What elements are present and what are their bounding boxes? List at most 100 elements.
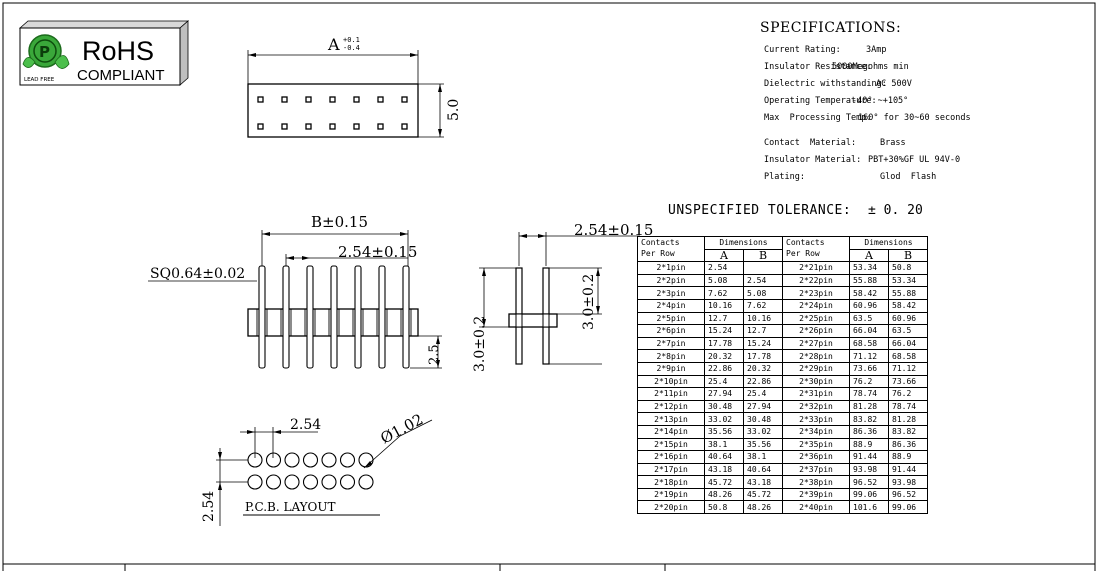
table-cell-contacts: 2*33pin [782,412,850,426]
table-cell-contacts: 2*22pin [782,273,850,288]
table-cell-b: 40.64 [743,462,783,477]
table-cell-contacts: 2*40pin [782,500,850,515]
front-view [148,230,442,369]
top-view [247,50,444,138]
table-cell-b [743,261,783,275]
table-cell-b: 60.96 [888,311,928,326]
rohs-main-text: RoHS [82,36,154,66]
table-cell-b: 25.4 [743,387,783,401]
table-cell-a: 68.58 [849,336,889,351]
table-cell-a: 17.78 [704,336,744,351]
pin-size-label: SQ0.64±0.02 [150,266,245,282]
front-pin [402,265,410,369]
front-pitch-label: 2.54±0.15 [338,243,417,261]
table-cell-contacts: 2*35pin [782,437,850,452]
dim-a-tol-plus: +0.1 [343,36,360,44]
pcb-layout [216,419,433,526]
top-pin-square [329,96,336,103]
top-pin-square [377,123,384,130]
top-pin-square [281,96,288,103]
table-cell-a: 96.52 [849,475,889,489]
table-cell-b: 93.98 [888,475,928,489]
table-cell-b: 22.86 [743,374,783,389]
table-cell-b: 58.42 [888,298,928,313]
top-pin-square [257,123,264,130]
pcb-hole [321,452,337,468]
table-cell-b: 83.82 [888,424,928,439]
table-cell-b: 88.9 [888,450,928,464]
table-cell-b: 7.62 [743,298,783,313]
table-cell-b: 99.06 [888,500,928,515]
table-cell-contacts: 2*30pin [782,374,850,389]
table-cell-contacts: 2*3pin [637,286,705,300]
table-cell-contacts: 2*4pin [637,298,705,313]
table-cell-b: 10.16 [743,311,783,326]
rohs-sub-text: COMPLIANT [77,67,165,84]
table-cell-a: 78.74 [849,387,889,401]
table-cell-a: 45.72 [704,475,744,489]
table-cell-contacts: 2*20pin [637,500,705,515]
table-cell-contacts: 2*1pin [637,261,705,275]
side-top-len-label: 3.0±0.2 [581,274,597,330]
top-pin-square [401,123,408,130]
table-cell-a: 2.54 [704,261,744,275]
table-cell-contacts: 2*38pin [782,475,850,489]
rohs-logo [18,20,190,86]
spec-value: AC 500V [876,79,912,89]
top-pin-square [281,123,288,130]
top-pin-square [305,123,312,130]
table-cell-b: 66.04 [888,336,928,351]
header-dimensions-right: Dimensions [849,236,928,250]
table-cell-b: 35.56 [743,437,783,452]
top-pin-square [257,96,264,103]
table-cell-contacts: 2*14pin [637,424,705,439]
spec-value: Glod Flash [880,172,937,182]
table-cell-b: 81.28 [888,412,928,426]
table-cell-contacts: 2*16pin [637,450,705,464]
table-cell-a: 5.08 [704,273,744,288]
table-cell-a: 30.48 [704,399,744,414]
spec-value: 160° for 30~60 seconds [858,113,971,123]
header-a-right: A [849,248,889,263]
table-cell-a: 7.62 [704,286,744,300]
table-cell-contacts: 2*5pin [637,311,705,326]
table-cell-a: 73.66 [849,361,889,376]
table-cell-b: 76.2 [888,387,928,401]
spec-label: Insulator Material: [764,155,862,165]
pcb-hole [265,452,282,468]
table-cell-a: 88.9 [849,437,889,452]
table-cell-b: 30.48 [743,412,783,426]
tolerance-value: ± 0. 20 [868,203,923,218]
table-cell-b: 12.7 [743,324,783,338]
table-cell-contacts: 2*10pin [637,374,705,389]
table-cell-contacts: 2*21pin [782,261,850,275]
dim-a-label: A [327,35,340,54]
table-cell-b: 63.5 [888,324,928,338]
table-cell-a: 81.28 [849,399,889,414]
table-cell-b: 50.8 [888,261,928,275]
pcb-hole [284,474,300,490]
table-cell-a: 38.1 [704,437,744,452]
table-cell-a: 27.94 [704,387,744,401]
rohs-logo-letter: P [39,43,50,61]
table-cell-a: 15.24 [704,324,744,338]
table-cell-a: 91.44 [849,450,889,464]
table-cell-a: 50.8 [704,500,744,515]
table-cell-b: 43.18 [743,475,783,489]
table-cell-contacts: 2*32pin [782,399,850,414]
table-cell-contacts: 2*25pin [782,311,850,326]
table-cell-a: 43.18 [704,462,744,477]
table-cell-contacts: 2*18pin [637,475,705,489]
table-cell-a: 101.6 [849,500,889,515]
header-dimensions-left: Dimensions [704,236,783,250]
